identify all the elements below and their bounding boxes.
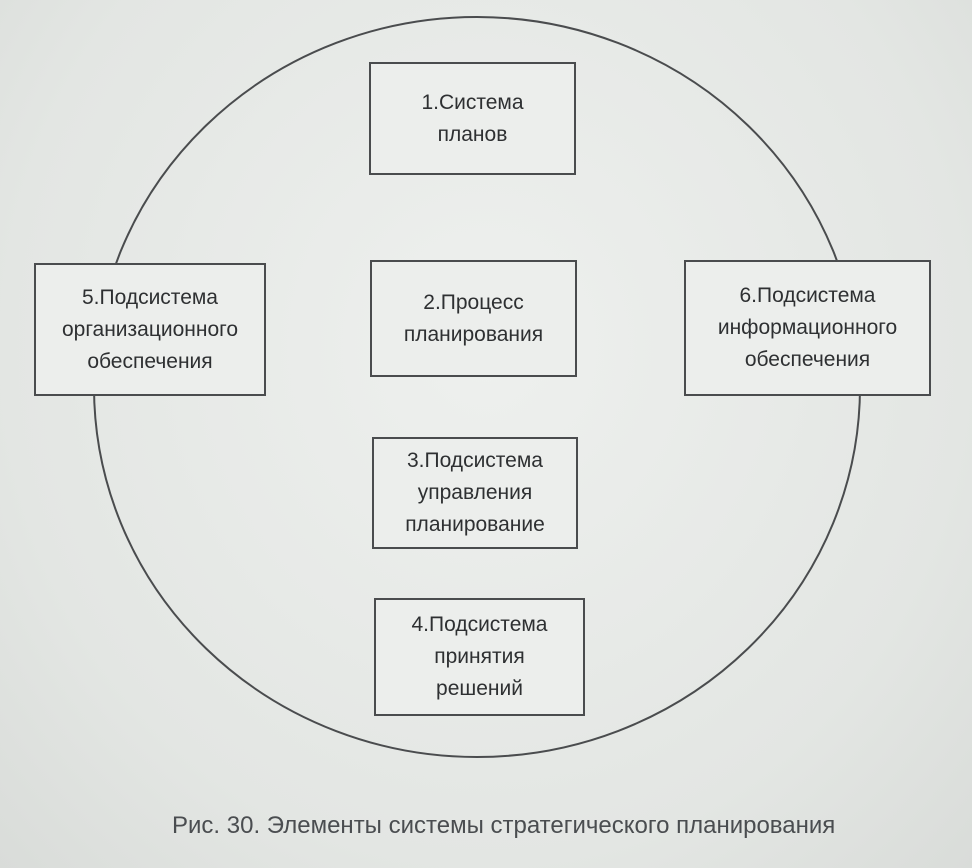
element-label-information-support: 6.Подсистема информационного обеспечения — [717, 284, 898, 371]
element-box-planning-process: 2.Процесс планирования — [370, 260, 577, 377]
element-box-decision-making: 4.Подсистема принятия решений — [374, 598, 585, 716]
element-box-planning-management: 3.Подсистема управления планирование — [372, 437, 578, 549]
element-label-plan-system: 1.Система планов — [421, 90, 524, 146]
element-box-organizational-support: 5.Подсистема организационного обеспечени… — [34, 263, 266, 396]
element-label-decision-making: 4.Подсистема принятия решений — [411, 613, 548, 700]
element-label-organizational-support: 5.Подсистема организационного обеспечени… — [61, 285, 239, 373]
element-box-information-support: 6.Подсистема информационного обеспечения — [684, 260, 931, 396]
figure-caption: Рис. 30. Элементы системы стратегическог… — [172, 812, 836, 839]
element-label-planning-management: 3.Подсистема управления планирование — [405, 449, 545, 536]
element-box-plan-system: 1.Система планов — [369, 62, 576, 175]
element-label-planning-process: 2.Процесс планирования — [403, 290, 544, 346]
